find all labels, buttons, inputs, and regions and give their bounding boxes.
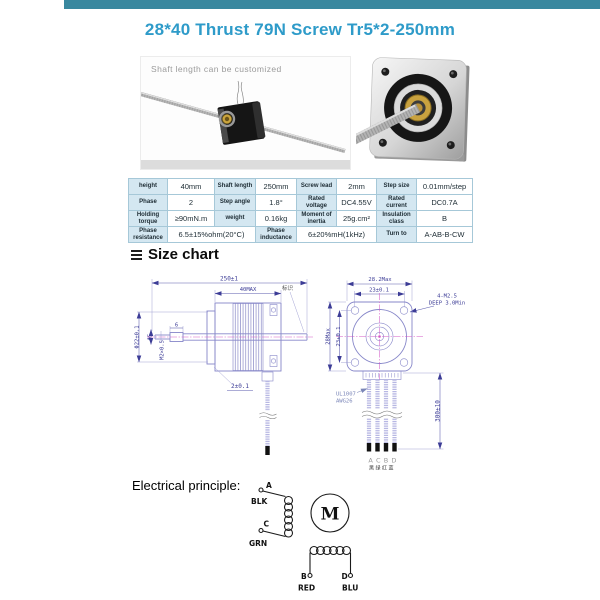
dim-tip-thread: M2×0.5 — [160, 340, 166, 360]
spec-value: DC0.7A — [416, 194, 473, 211]
product-photo-side: Shaft length can be customized — [140, 56, 351, 170]
terminal-b-label: B — [301, 572, 307, 581]
product-photo-face — [345, 50, 480, 168]
motor-symbol-letter: M — [321, 505, 340, 525]
motor-symbol-circle — [310, 493, 350, 533]
wire-c-color: GRN — [249, 539, 267, 548]
spec-label: Holding torque — [128, 210, 168, 227]
electrical-heading: Electrical principle: — [132, 478, 241, 493]
dim-tip-length: 6 — [175, 323, 178, 329]
dim-height-max: 28Max — [326, 328, 332, 345]
spec-value: 2mm — [336, 178, 377, 195]
wire-b-color: RED — [298, 584, 315, 593]
dim-hole-span-v: 23±0.1 — [336, 327, 342, 347]
terminal-d-label: D — [342, 572, 348, 581]
spec-label: Step size — [376, 178, 417, 195]
dim-shaft-diameter: Φ5 — [148, 334, 154, 341]
wire-a-color: BLK — [251, 497, 268, 506]
list-icon — [131, 249, 142, 260]
spec-row: Phase 2 Step angle 1.8° Rated voltage DC… — [128, 194, 473, 211]
terminal-a-label: A — [266, 481, 272, 490]
electrical-diagram: A BLK C GRN M B RED D BLU — [249, 481, 358, 593]
size-chart-heading: Size chart — [131, 246, 219, 263]
front-view-drawing: 28.2Max 23±0.1 4-M2.5 DEEP 3.0Min — [326, 277, 466, 472]
coil-ac — [283, 495, 294, 538]
bearing-ring — [218, 110, 236, 128]
spec-label: Phase inductance — [255, 226, 297, 243]
spec-value: 40mm — [167, 178, 215, 195]
spec-value: 6.5±15%ohm(20°C) — [167, 226, 256, 243]
size-chart-title: Size chart — [148, 246, 219, 263]
spec-label: Step angle — [214, 194, 256, 211]
corner-screw-holes — [378, 67, 458, 150]
lead-screw — [345, 103, 421, 148]
spec-label: Phase — [128, 194, 168, 211]
dim-body-length: 40MAX — [240, 287, 257, 293]
top-accent-bar — [64, 0, 600, 9]
spec-value: 250mm — [255, 178, 297, 195]
dim-boss-diameter: Φ22±0.1 — [135, 325, 141, 348]
spec-label: Screw lead — [296, 178, 337, 195]
spec-value: 25g.cm² — [336, 210, 377, 227]
spec-label: Phase resistance — [128, 226, 168, 243]
coil-bd — [309, 545, 352, 556]
dim-corner-thread: 4-M2.5 — [437, 294, 457, 300]
spec-table: height 40mm Shaft length 250mm Screw lea… — [128, 178, 473, 243]
spec-label: weight — [214, 210, 256, 227]
wire-order-label: ACBD — [368, 457, 399, 465]
spec-label: Rated current — [376, 194, 417, 211]
wire-gauge-label: AWG26 — [336, 399, 353, 405]
marking-label: 标识 — [282, 284, 294, 292]
spec-value: A-AB-B-CW — [416, 226, 473, 243]
side-view-drawing: 250±1 40MAX 6 Φ2 — [135, 276, 313, 455]
dimension-drawings: 250±1 40MAX 6 Φ2 — [135, 276, 466, 472]
photo-caption: Shaft length can be customized — [151, 64, 282, 74]
wire-type-label: UL1007 — [336, 392, 356, 398]
spec-row: height 40mm Shaft length 250mm Screw lea… — [128, 178, 473, 195]
spec-row: Phase resistance 6.5±15%ohm(20°C) Phase … — [128, 226, 473, 243]
wire-colors-label: 黑绿红蓝 — [369, 465, 395, 472]
spec-value: 1.8° — [255, 194, 297, 211]
page-title: 28*40 Thrust 79N Screw Tr5*2-250mm — [144, 20, 456, 39]
dim-corner-depth: DEEP 3.0Min — [429, 301, 465, 307]
spec-value: B — [416, 210, 473, 227]
dim-total-length: 250±1 — [220, 276, 238, 283]
spec-value: ≥90mN.m — [167, 210, 215, 227]
motor-wires — [236, 80, 240, 105]
spec-row: Holding torque ≥90mN.m weight 0.16kg Mom… — [128, 210, 473, 227]
spec-value: 2 — [167, 194, 215, 211]
spec-label: Moment of inertia — [296, 210, 337, 227]
motor-with-screw-illustration — [141, 80, 346, 154]
spec-value: DC4.55V — [336, 194, 377, 211]
spec-label: Turn to — [376, 226, 417, 243]
spec-value: 0.01mm/step — [416, 178, 473, 195]
spec-label: Rated voltage — [296, 194, 337, 211]
terminal-c-label: C — [264, 520, 270, 529]
spec-label: Insulation class — [376, 210, 417, 227]
dim-width-max: 28.2Max — [368, 277, 392, 283]
wire-d-color: BLU — [342, 584, 358, 593]
spec-label: Shaft length — [214, 178, 256, 195]
photo-bottom-strip — [141, 160, 350, 169]
spec-value: 0.16kg — [255, 210, 297, 227]
spec-label: height — [128, 178, 168, 195]
dim-flange-thickness: 2±0.1 — [231, 383, 249, 390]
dim-hole-span-h: 23±0.1 — [369, 288, 389, 294]
dim-wire-length: 300±10 — [435, 400, 442, 422]
spec-value: 6±20%mH(1kHz) — [296, 226, 377, 243]
motor-face-illustration — [345, 57, 470, 162]
